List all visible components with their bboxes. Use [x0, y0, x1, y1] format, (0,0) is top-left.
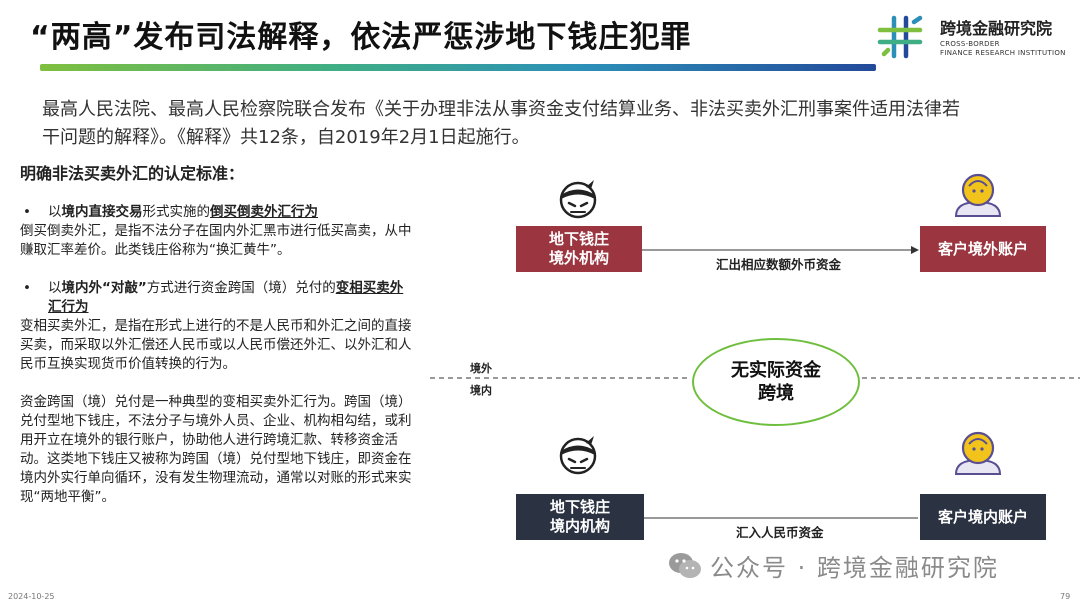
wechat-icon: [669, 552, 701, 578]
slide-title: “两高”发布司法解释，依法严惩涉地下钱庄犯罪: [30, 20, 692, 55]
bullet-1-key-term: 倒买倒卖外汇行为: [210, 204, 318, 220]
customer-avatar-icon: [954, 431, 1002, 475]
bullet-2-key-term: 变相买卖外汇行为: [48, 280, 404, 315]
page-number: 79: [1060, 592, 1071, 601]
bullet-2-text: 以: [48, 280, 62, 296]
title-gradient-bar: [40, 64, 876, 71]
bullet-1-text: 形式实施的: [142, 204, 211, 220]
bullet-1-text: 以: [48, 204, 62, 220]
logo-icon: [877, 15, 923, 59]
logo-name-cn: 跨境金融研究院: [940, 19, 1053, 38]
label-domestic: 境内: [470, 384, 492, 397]
bottom-flow-label: 汇入人民币资金: [736, 525, 824, 540]
left-column: 明确非法买卖外汇的认定标准： 以境内直接交易形式实施的倒买倒卖外汇行为 倒买倒卖…: [20, 164, 412, 507]
flow-diagram: 地下钱庄 境外机构 客户境外账户 汇出相应数额外币资金 境外 境内 无实际资金 …: [430, 170, 1080, 570]
institute-logo: 跨境金融研究院 CROSS-BORDER FINANCE RESEARCH IN…: [876, 14, 1076, 60]
diagram-lines: [430, 173, 1080, 522]
watermark-text: 公众号 · 跨境金融研究院: [710, 554, 999, 582]
customer-overseas-account-box: 客户境外账户: [920, 226, 1046, 272]
section-heading: 明确非法买卖外汇的认定标准：: [20, 164, 245, 183]
bullet-1-emphasis: 境内直接交易: [61, 204, 143, 220]
watermark: 公众号 · 跨境金融研究院: [668, 548, 999, 583]
ninja-icon: [559, 436, 597, 475]
top-flow-label: 汇出相应数额外币资金: [716, 257, 842, 272]
bullet-1-description: 倒买倒卖外汇，是指不法分子在国内外汇黑市进行低买高卖，从中赚取汇率差价。此类钱庄…: [20, 223, 412, 258]
label-overseas: 境外: [470, 362, 492, 375]
footer-date: 2024-10-25: [8, 592, 55, 601]
paragraph-cross-border-payment: 资金跨国（境）兑付是一种典型的变相买卖外汇行为。跨国（境）兑付型地下钱庄，不法分…: [20, 394, 412, 505]
customer-domestic-account-box: 客户境内账户: [920, 494, 1046, 540]
intro-paragraph: 最高人民法院、最高人民检察院联合发布《关于办理非法从事资金支付结算业务、非法买卖…: [42, 99, 960, 148]
underground-bank-domestic-box: 地下钱庄 境内机构: [516, 494, 644, 540]
logo-name-en-line2: FINANCE RESEARCH INSTITUTION: [940, 49, 1066, 57]
ninja-icon: [559, 180, 597, 219]
customer-avatar-icon: [954, 173, 1002, 217]
bullet-2-emphasis: 境内外“对敲”: [61, 280, 147, 296]
bullet-2-description: 变相买卖外汇，是指在形式上进行的不是人民币和外汇之间的直接买卖，而采取以外汇偿还…: [20, 318, 412, 372]
underground-bank-overseas-box: 地下钱庄 境外机构: [516, 226, 642, 272]
bullet-item-1: 以境内直接交易形式实施的倒买倒卖外汇行为: [20, 203, 412, 222]
logo-name-en-line1: CROSS-BORDER: [940, 40, 1000, 48]
no-actual-cross-border-funds: 无实际资金 跨境: [692, 338, 860, 426]
bullet-2-text: 方式进行资金跨国（境）兑付的: [146, 280, 336, 296]
bullet-item-2: 以境内外“对敲”方式进行资金跨国（境）兑付的变相买卖外汇行为: [20, 279, 412, 317]
